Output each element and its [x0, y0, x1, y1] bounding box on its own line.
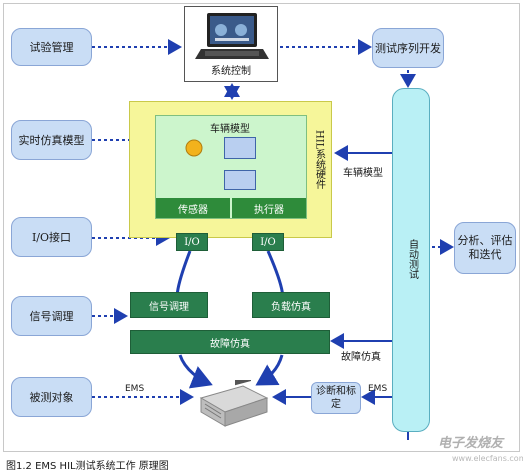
fault-sim-label: 故障仿真 [341, 352, 381, 363]
io-interface-box: I/O接口 [11, 217, 92, 257]
auto-test-bar: 自动测试 [392, 88, 430, 432]
watermark-url: www.elecfans.com [452, 454, 523, 463]
ecu-unit-icon [199, 380, 269, 427]
fault-to-ecu-left [178, 354, 213, 389]
feedback-block [224, 170, 256, 190]
signal-conditioning-block: 信号调理 [130, 292, 208, 318]
signal-conditioning-box: 信号调理 [11, 296, 92, 336]
io-left-block: I/O [176, 233, 208, 251]
actuator-block: 执行器 [232, 198, 306, 218]
load-simulation-block: 负载仿真 [252, 292, 330, 318]
auto-test-label: 自动测试 [405, 239, 419, 283]
test-sequence-dev-box: 测试序列开发 [372, 28, 444, 68]
figure-caption: 图1.2 EMS HIL测试系统工作 原理图 [6, 461, 169, 472]
vehicle-model-label: 车辆模型 [343, 168, 383, 179]
ems-label-left: EMS [125, 384, 145, 394]
laptop-icon [195, 13, 269, 59]
system-control-label: 系统控制 [211, 66, 251, 77]
diagram-frame [3, 3, 520, 452]
auto-test-text: 自动测试 [406, 239, 418, 279]
device-under-test-box: 被测对象 [11, 377, 92, 417]
diagnosis-calibration-box: 诊断和标定 [311, 382, 361, 414]
summing-junction-icon [185, 139, 203, 157]
sensor-block: 传感器 [156, 198, 230, 218]
hil-hardware-label: HIL系统硬件 [312, 130, 326, 193]
system-control-box: 系统控制 [184, 6, 278, 82]
hil-hardware-text: HIL系统硬件 [313, 130, 325, 190]
ems-label-right: EMS [368, 384, 388, 394]
io-right-block: I/O [252, 233, 284, 251]
vehicle-model-inner-label: 车辆模型 [210, 124, 250, 135]
watermark: 电子发烧友 [438, 436, 504, 451]
fault-to-ecu-right [255, 354, 284, 386]
forward-block [224, 137, 256, 159]
realtime-model-box: 实时仿真模型 [11, 120, 92, 160]
test-management-box: 试验管理 [11, 28, 92, 66]
fault-simulation-block: 故障仿真 [130, 330, 330, 354]
analysis-box: 分析、评估和迭代 [454, 222, 516, 274]
